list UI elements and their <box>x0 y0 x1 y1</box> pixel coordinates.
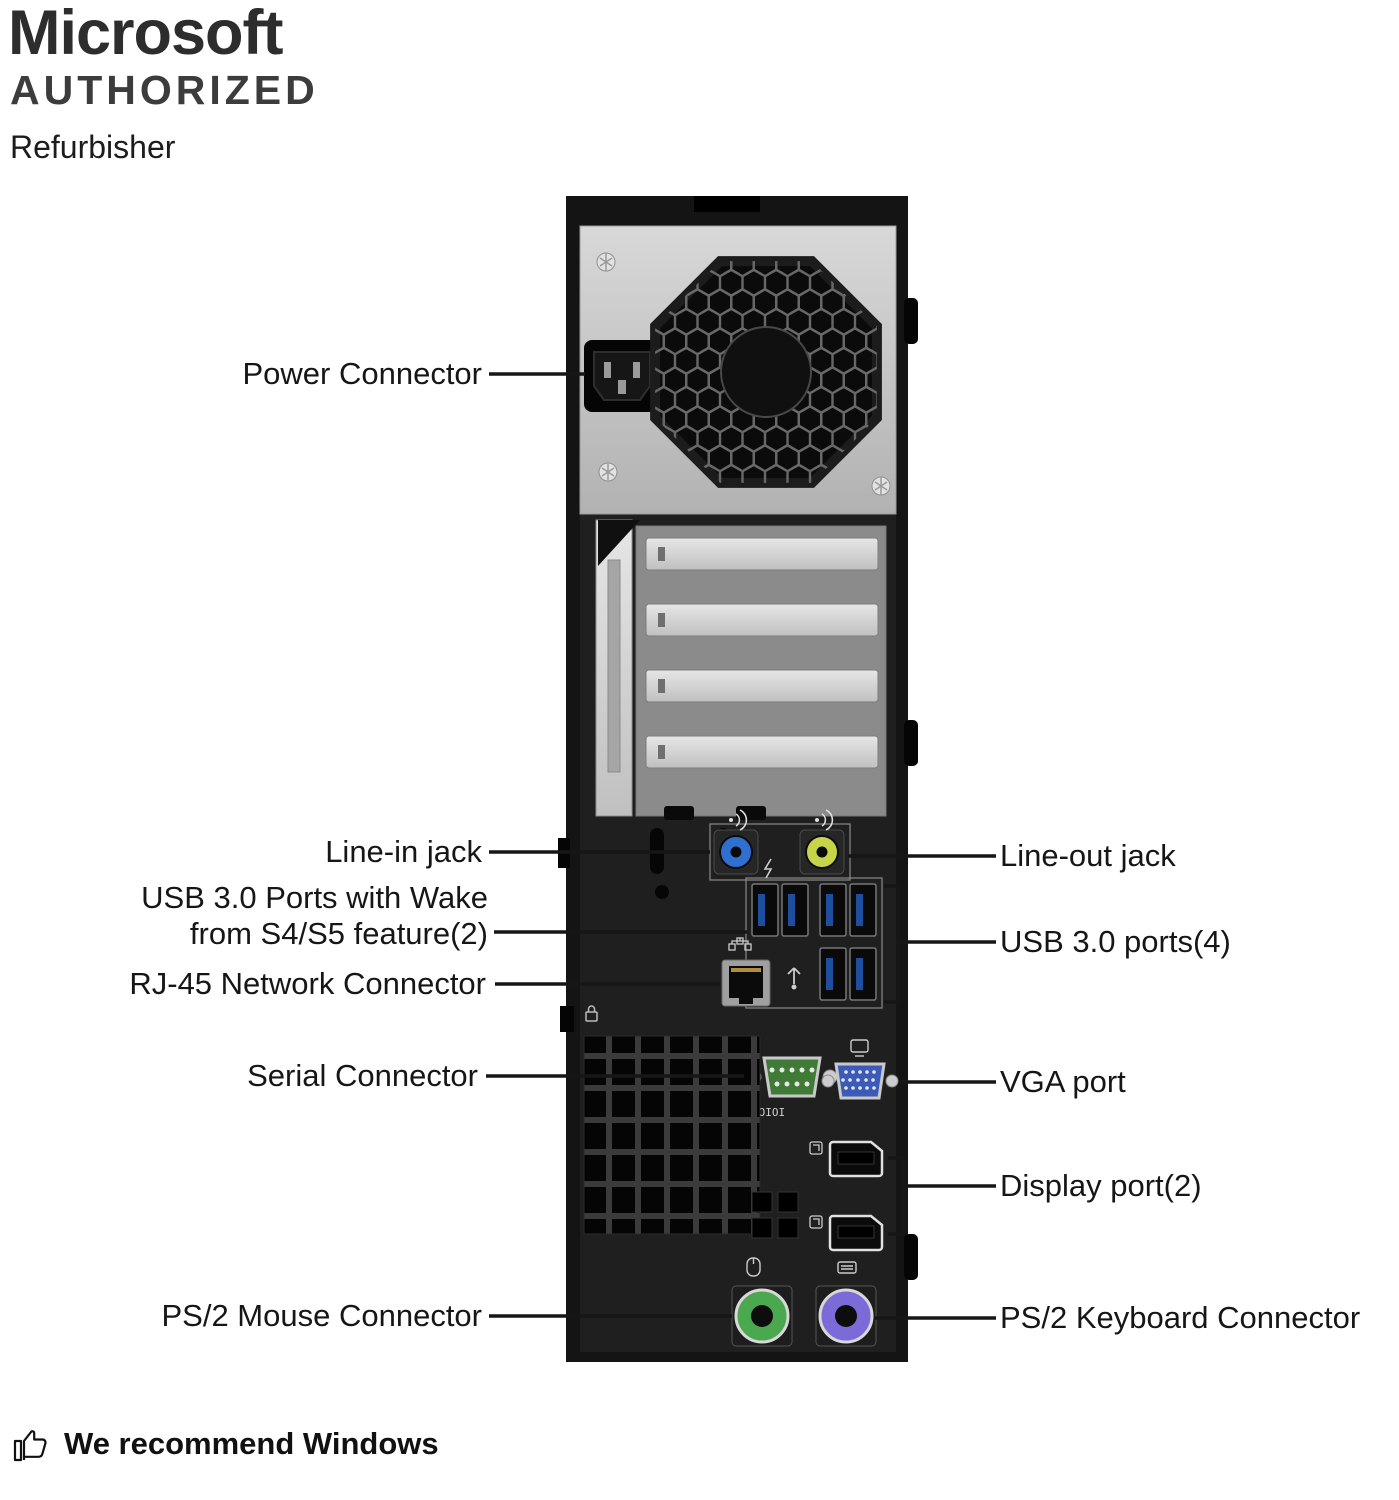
fan-grille <box>650 256 882 488</box>
vent-squares <box>751 1191 799 1239</box>
brand-line-refurbisher: Refurbisher <box>10 129 176 165</box>
rj45-port <box>721 937 771 1007</box>
callout-label-ps2-keyboard: PS/2 Keyboard Connector <box>1000 1300 1361 1335</box>
chassis-side-tab <box>904 720 918 766</box>
brand-line-microsoft: Microsoft <box>8 0 283 68</box>
chassis-side-tab <box>904 298 918 344</box>
usb-wake-ports <box>751 858 809 937</box>
callout-label-vga-port: VGA port <box>1000 1064 1126 1099</box>
callout-label-usb-wake: USB 3.0 Ports with Wake from S4/S5 featu… <box>141 880 488 952</box>
chassis-top-tab <box>694 196 760 212</box>
pc-rear-panel-illustration: IOIOI <box>558 196 918 1362</box>
expansion-slot-area <box>595 519 887 820</box>
windows-recommendation-text: We recommend Windows <box>64 1426 439 1461</box>
padlock-icon <box>585 1005 598 1022</box>
callout-label-rj45: RJ-45 Network Connector <box>129 966 486 1001</box>
callout-label-usb-wake-line1: USB 3.0 Ports with Wake <box>141 880 488 915</box>
brand-line-authorized: AUTHORIZED <box>10 67 319 113</box>
displayport-2 <box>809 1214 884 1252</box>
chassis-side-tab <box>904 1234 918 1280</box>
callout-lines <box>486 372 996 1320</box>
callout-label-usb4: USB 3.0 ports(4) <box>1000 924 1231 959</box>
usb-wake-icon <box>763 858 773 879</box>
usb-3-ports <box>787 883 877 1001</box>
displayport-icon <box>809 1215 823 1229</box>
vent-grille <box>583 1035 761 1235</box>
screw-icon <box>598 462 618 482</box>
displayport-icon <box>809 1141 823 1155</box>
slot-latch <box>598 520 640 566</box>
mount-hole <box>655 885 669 899</box>
line-in-jack-port <box>713 809 759 875</box>
monitor-icon <box>850 1039 869 1057</box>
screw-icon <box>871 476 891 496</box>
expansion-slot-covers <box>645 537 879 769</box>
callout-label-usb-wake-line2: from S4/S5 feature(2) <box>189 916 488 951</box>
callout-label-power-connector: Power Connector <box>242 356 482 391</box>
windows-recommendation: We recommend Windows <box>10 1424 439 1464</box>
ps2-mouse-port <box>731 1257 793 1347</box>
callout-label-line-out-jack: Line-out jack <box>1000 838 1176 873</box>
fan-hub <box>720 326 812 418</box>
security-lock-slot <box>560 1006 574 1032</box>
callout-bracket-usb4 <box>884 884 996 1004</box>
mouse-icon <box>746 1257 761 1277</box>
callout-label-serial-connector: Serial Connector <box>247 1058 478 1093</box>
callout-label-line-in-jack: Line-in jack <box>325 834 482 869</box>
callout-label-ps2-mouse: PS/2 Mouse Connector <box>161 1298 482 1333</box>
ps2-keyboard-port <box>815 1261 877 1347</box>
line-out-jack-port <box>799 809 845 875</box>
power-inlet-port <box>584 340 660 412</box>
line-out-icon <box>815 809 834 831</box>
line-in-icon <box>729 809 748 831</box>
network-icon <box>728 937 752 951</box>
thumbs-up-icon <box>13 1430 47 1462</box>
screw-icon <box>596 252 616 272</box>
keyboard-icon <box>837 1261 857 1274</box>
callout-label-displayport: Display port(2) <box>1000 1168 1202 1203</box>
vga-port <box>821 1039 899 1100</box>
callout-bracket-displayport <box>888 1156 996 1236</box>
usb-trident-icon <box>787 967 801 990</box>
usb-section-outline <box>745 877 883 1009</box>
displayport-1 <box>809 1140 884 1178</box>
